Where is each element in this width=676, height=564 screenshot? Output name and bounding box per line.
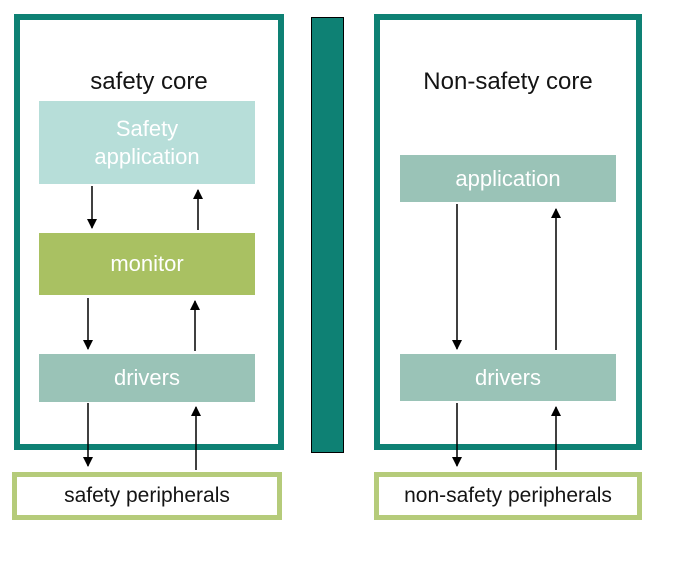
monitor-label: monitor (110, 251, 184, 276)
non-safety-peripherals-label: non-safety peripherals (404, 484, 612, 507)
safety-drivers-block: drivers (39, 354, 255, 402)
safety-peripherals-box: safety peripherals (12, 472, 282, 520)
safety-drivers-label: drivers (113, 365, 180, 390)
non-safety-peripherals-box: non-safety peripherals (374, 472, 642, 520)
safety-application-label: Safety application (94, 115, 200, 169)
non-safety-core-title: Non-safety core (423, 68, 593, 95)
safety-core-title: safety core (90, 68, 208, 95)
safety-application-block: Safety application (39, 101, 255, 184)
non-safety-application-label: application (455, 165, 561, 191)
monitor-block: monitor (39, 233, 255, 295)
core-separator-bar (311, 17, 344, 453)
safety-peripherals-label: safety peripherals (64, 484, 230, 507)
non-safety-application-block: application (400, 155, 616, 202)
non-safety-drivers-block: drivers (400, 354, 616, 401)
non-safety-drivers-label: drivers (474, 364, 541, 390)
